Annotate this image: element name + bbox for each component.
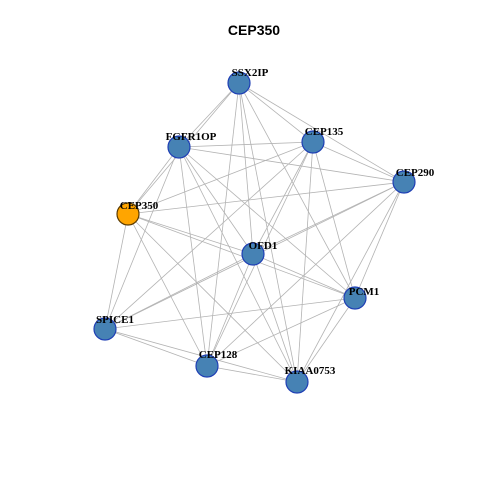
node-label-cep290: CEP290 [396,167,435,179]
edge-fgfr1op-cep135 [178,141,314,148]
edge-ssx2ip-kiaa0753 [238,82,298,383]
node-ssx2ip[interactable] [227,71,251,95]
node-label-kiaa0753: KIAA0753 [285,365,336,377]
edge-spice1-kiaa0753 [104,328,298,383]
node-cep350[interactable] [116,202,140,226]
node-label-ofd1: OFD1 [249,240,278,252]
edge-ofd1-cep128 [206,253,254,367]
edge-cep350-kiaa0753 [127,213,298,383]
edge-cep135-cep290 [312,141,405,183]
graph-title: CEP350 [228,22,280,38]
edge-cep290-kiaa0753 [296,181,405,383]
edge-fgfr1op-pcm1 [178,146,356,299]
node-label-cep128: CEP128 [199,349,238,361]
node-kiaa0753[interactable] [285,370,309,394]
node-label-spice1: SPICE1 [96,314,134,326]
edge-cep135-spice1 [104,141,314,330]
node-spice1[interactable] [93,317,117,341]
edge-ssx2ip-cep135 [238,82,314,143]
node-cep290[interactable] [392,170,416,194]
node-pcm1[interactable] [343,286,367,310]
edge-cep290-pcm1 [354,181,405,299]
edge-cep290-cep350 [127,181,405,215]
edge-ssx2ip-cep128 [206,82,240,367]
node-cep135[interactable] [301,130,325,154]
node-ofd1[interactable] [241,242,265,266]
edge-cep350-cep128 [127,213,208,367]
edge-cep350-ofd1 [127,213,254,255]
node-label-pcm1: PCM1 [349,286,380,298]
edge-cep350-pcm1 [127,213,356,299]
edge-cep135-ofd1 [252,141,314,255]
edge-pcm1-cep128 [206,297,356,367]
edge-ssx2ip-pcm1 [238,82,356,299]
node-cep128[interactable] [195,354,219,378]
edge-cep135-cep350 [127,141,314,215]
edge-ssx2ip-fgfr1op [178,82,240,148]
edge-ssx2ip-cep290 [238,82,405,183]
edge-ofd1-spice1 [104,253,254,330]
edge-cep350-spice1 [104,213,129,330]
edge-spice1-cep128 [104,328,208,367]
edge-fgfr1op-cep128 [178,146,208,367]
edge-cep135-pcm1 [312,141,356,299]
edge-pcm1-spice1 [104,297,356,330]
node-fgfr1op[interactable] [167,135,191,159]
node-label-cep135: CEP135 [305,126,344,138]
edge-cep290-cep128 [206,181,405,367]
edge-cep128-kiaa0753 [206,365,298,383]
edge-fgfr1op-ofd1 [178,146,254,255]
edge-ofd1-pcm1 [252,253,356,299]
edge-fgfr1op-cep290 [178,146,405,183]
edge-fgfr1op-spice1 [104,146,180,330]
label-layer: SSX2IP FGFR1OP CEP135CEP290CEP350OFD1PCM1S… [96,67,435,377]
edge-fgfr1op-cep350 [127,146,180,215]
node-label-cep350: CEP350 [120,200,159,212]
node-layer [93,71,416,394]
node-label-fgfr1op: FGFR1OP [166,131,217,143]
edge-ofd1-kiaa0753 [252,253,298,383]
node-label-ssx2ip: SSX2IP [232,67,269,79]
edge-cep135-kiaa0753 [296,141,314,383]
edge-pcm1-kiaa0753 [296,297,356,383]
